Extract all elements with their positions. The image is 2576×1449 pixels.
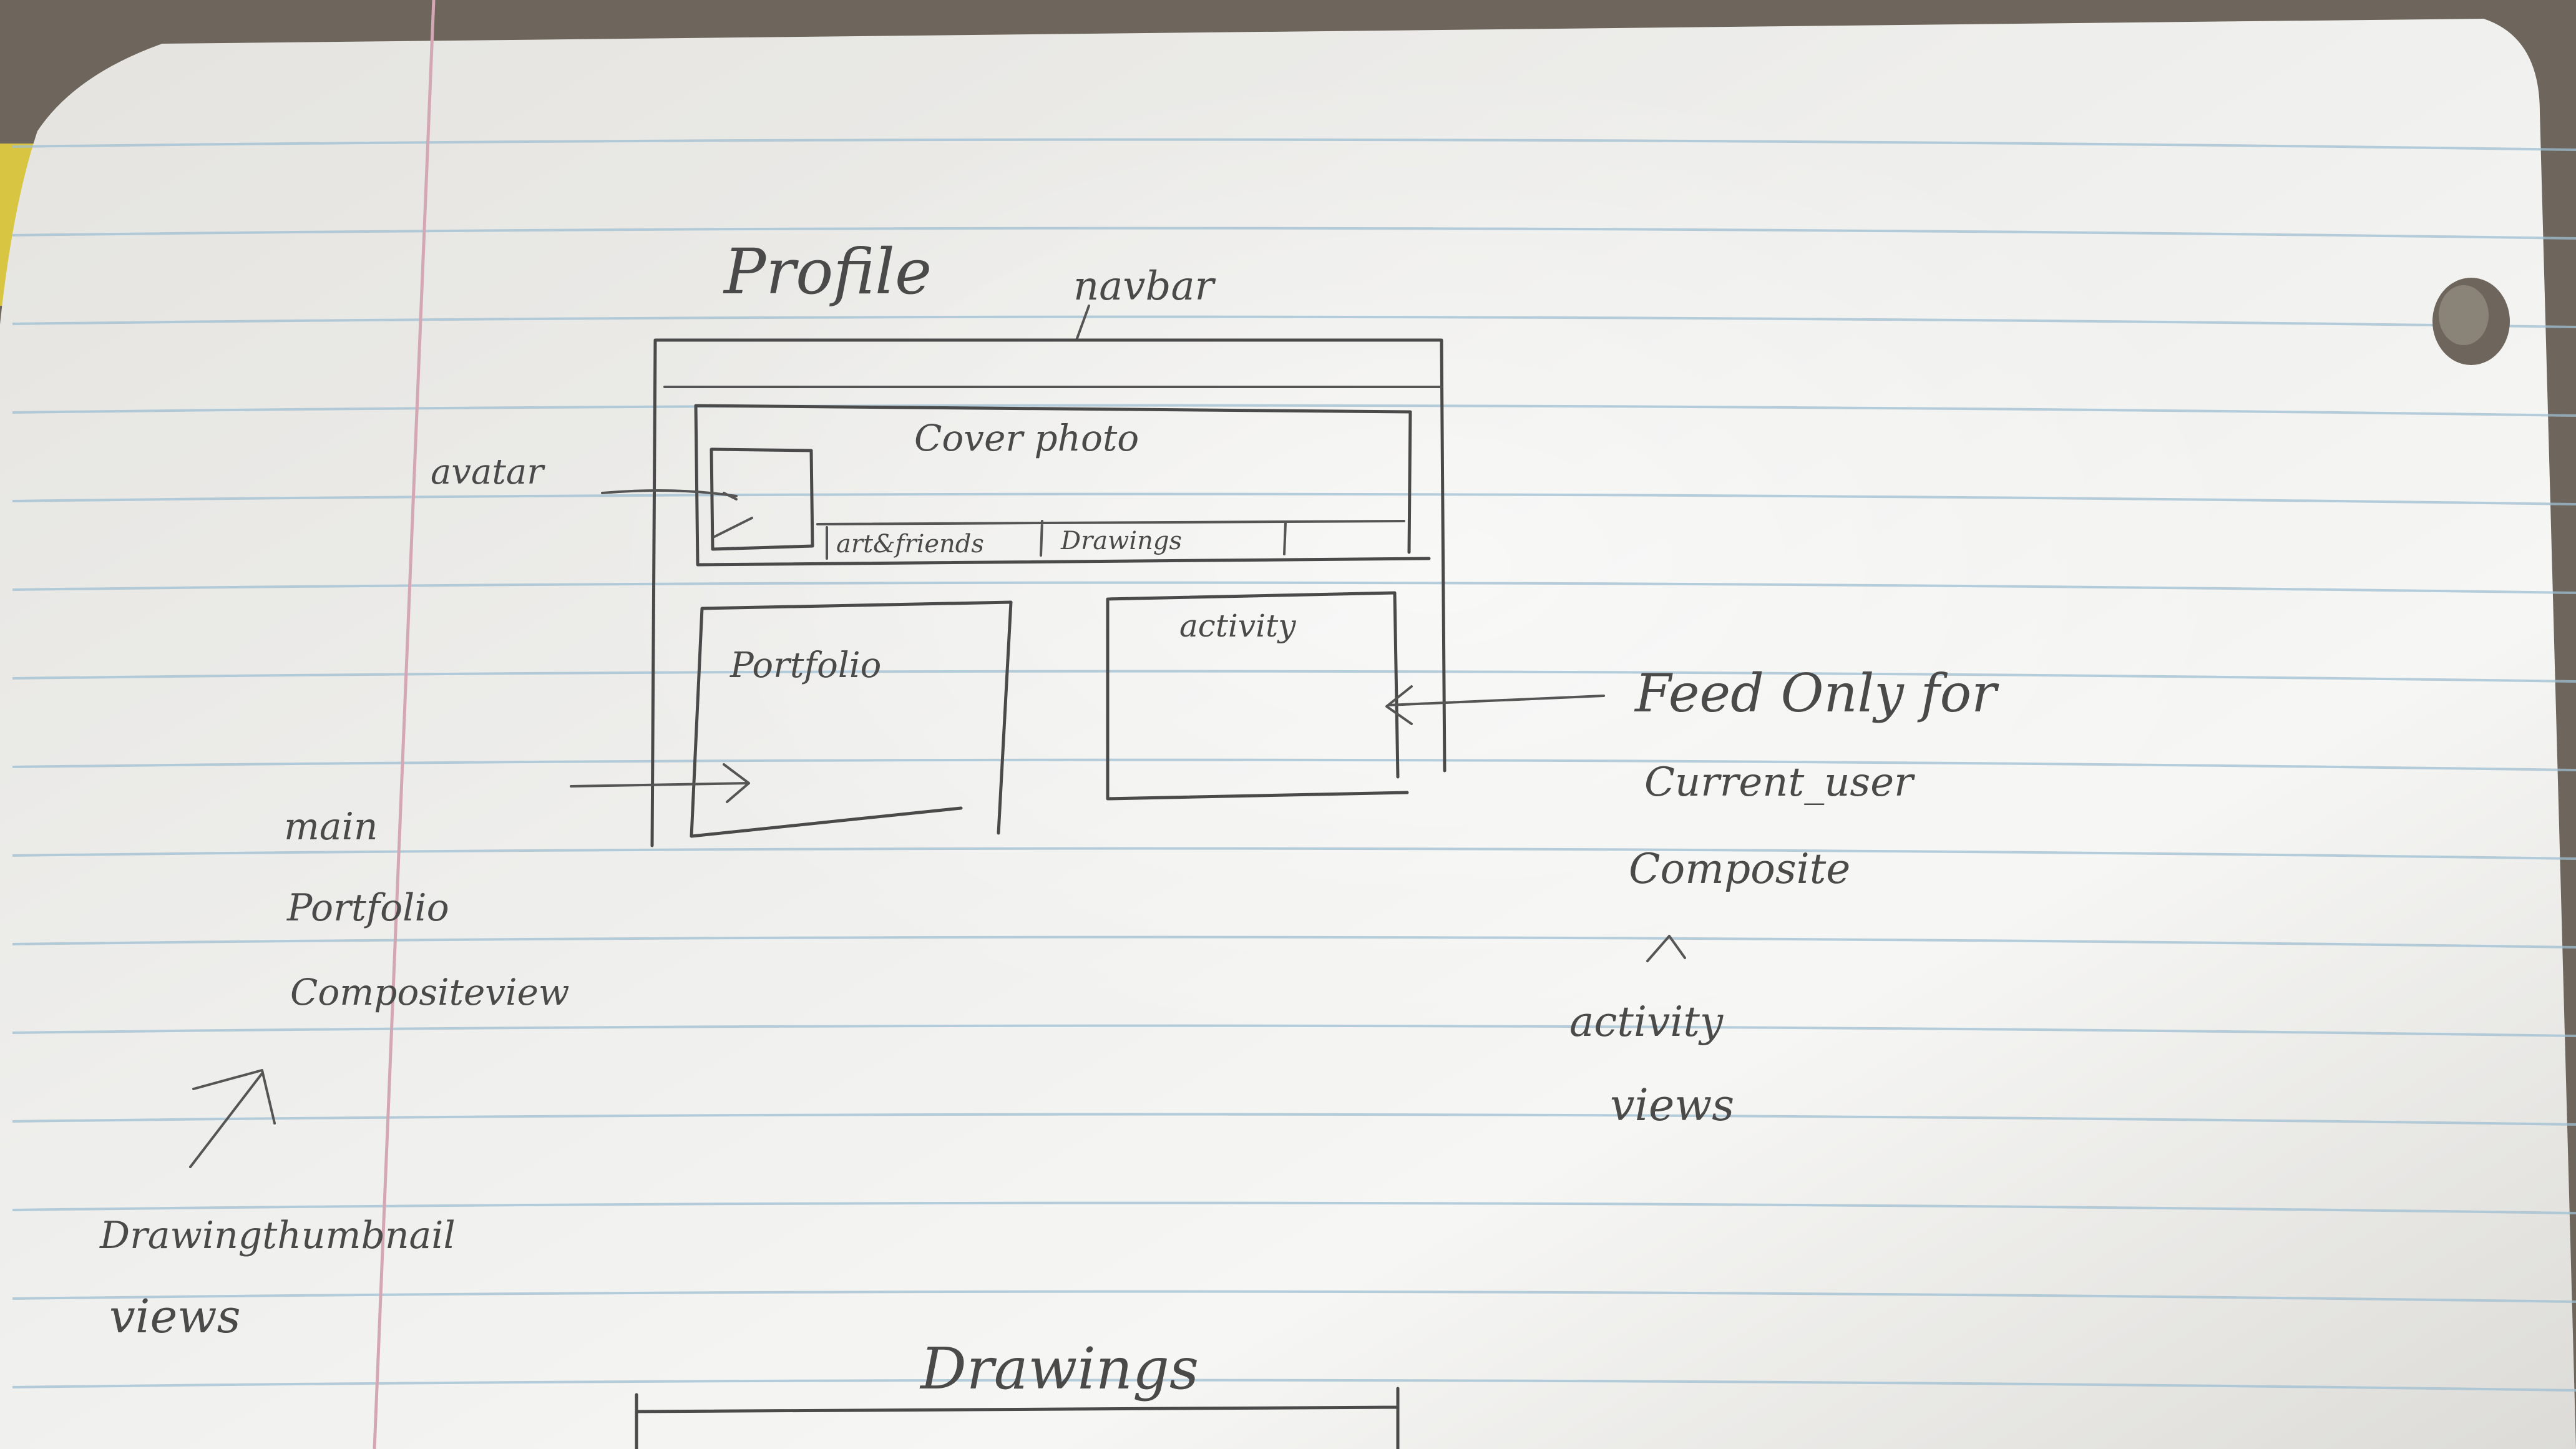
ruled-line xyxy=(12,935,2576,949)
drawings-section-label: Drawings xyxy=(919,1335,1199,1402)
ruled-line xyxy=(12,1113,2576,1126)
ruled-line xyxy=(12,847,2576,860)
drawings-section-box xyxy=(635,1387,1400,1449)
left-note-up-arrow xyxy=(189,1069,276,1168)
ruled-line xyxy=(12,670,2576,683)
margin-line xyxy=(373,0,436,1449)
navbar-label: navbar xyxy=(1073,263,1216,310)
ruled-lines xyxy=(12,138,2576,1392)
sketch-title: Profile xyxy=(723,235,932,308)
ruled-line xyxy=(12,1024,2576,1037)
portfolio-label: Portfolio xyxy=(729,645,881,686)
left-note-bottom-line-2: views xyxy=(109,1290,241,1344)
ruled-line xyxy=(12,404,2576,417)
portfolio-pointer-arrow xyxy=(570,763,750,803)
tab-art-friends: art&friends xyxy=(836,530,984,559)
outer-page-frame xyxy=(650,338,1447,847)
left-note-line-3: Compositeview xyxy=(290,971,570,1013)
ruled-line xyxy=(12,138,2576,151)
ruled-line xyxy=(12,315,2576,328)
left-note-bottom-line-1: Drawingthumbnail xyxy=(99,1214,456,1257)
paper-glare xyxy=(406,62,2278,1186)
right-note-bottom-line-2: views xyxy=(1610,1080,1734,1131)
binder-hole-inner xyxy=(2439,285,2489,345)
right-note-bottom-line-1: activity xyxy=(1569,998,1724,1046)
avatar-label: avatar xyxy=(431,452,545,492)
avatar-pointer-arrow xyxy=(601,489,738,497)
cover-photo-label: Cover photo xyxy=(914,417,1139,459)
ruled-line xyxy=(12,1290,2576,1303)
ruled-line xyxy=(12,227,2576,240)
activity-pointer-arrow xyxy=(1385,685,1605,725)
activity-box xyxy=(1106,591,1409,801)
ruled-line xyxy=(12,581,2576,594)
portfolio-box xyxy=(690,600,1013,838)
left-note-line-2: Portfolio xyxy=(286,886,449,930)
tab-drawings: Drawings xyxy=(1060,527,1182,555)
navbar-pointer-line xyxy=(1075,305,1090,341)
activity-label: activity xyxy=(1179,608,1296,644)
right-note-line-2: Current_user xyxy=(1644,759,1915,806)
ruled-line xyxy=(12,1201,2576,1214)
right-note-line-3: Composite xyxy=(1629,845,1850,893)
right-note-line-1: Feed Only for xyxy=(1634,663,1999,724)
ruled-line xyxy=(12,492,2576,505)
ruled-line xyxy=(12,1378,2576,1392)
avatar-box xyxy=(710,447,814,551)
tab-strip-lines xyxy=(816,520,1405,560)
right-note-up-arrow xyxy=(1646,935,1686,962)
left-note-line-1: main xyxy=(284,805,378,849)
cover-photo-box xyxy=(694,404,1431,567)
